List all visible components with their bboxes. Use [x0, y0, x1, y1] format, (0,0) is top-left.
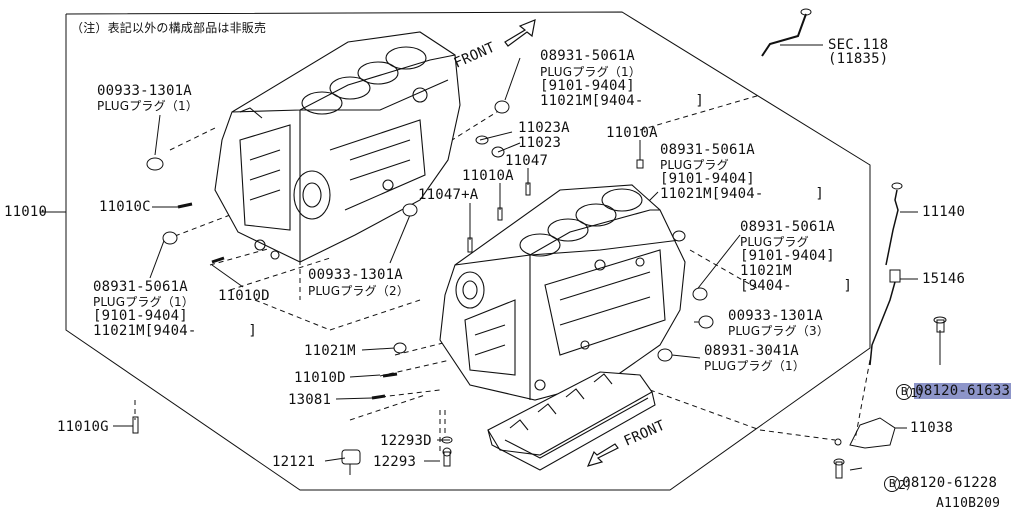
front-arrow-bottom [586, 443, 619, 467]
callout-part-number: 11010C [99, 199, 151, 215]
small-parts [132, 8, 947, 479]
callout-qty: （1） [898, 386, 931, 400]
callout-description: PLUGプラグ（1） [97, 99, 199, 113]
callout-part-number: 08931-5061A [93, 279, 188, 295]
callout-part-number: 11047+A [418, 187, 479, 203]
callout-part-number: 11021M [304, 343, 356, 359]
callout-range: 11021M [740, 263, 792, 279]
callout-range: 11021M[9404- ] [93, 323, 257, 339]
callout-part-number: 12293 [373, 454, 417, 470]
engine-block-right [439, 184, 686, 401]
b-badge-icon: B [896, 384, 913, 400]
callout-part-number: 00933-1301A [308, 267, 403, 283]
callout-description: PLUGプラグ [660, 158, 729, 172]
callout-description: PLUGプラグ（1） [540, 65, 642, 79]
callout-description: PLUGプラグ（1） [93, 295, 195, 309]
front-arrow-top [504, 19, 536, 47]
callout-part-number: 11010A [606, 125, 658, 141]
callout-part-number: 11010G [57, 419, 109, 435]
callout-range: [9101-9404] [540, 78, 635, 94]
callout-sub: (11835) [828, 51, 889, 67]
callout-description: PLUGプラグ（2） [308, 284, 410, 298]
callout-part-number: 11140 [922, 204, 966, 220]
callout-part-number: 11010A [462, 168, 514, 184]
callout-part-number: 11023 [518, 135, 562, 151]
note-text: （注）表記以外の構成部品は非販売 [71, 21, 267, 35]
callout-part-number: 08931-5061A [540, 48, 635, 64]
callout-range: [9101-9404] [93, 308, 188, 324]
callout-part-number: 11010 [4, 204, 48, 220]
callout-range: 11021M[9404- ] [540, 93, 704, 109]
callout-part-number: 11023A [518, 120, 570, 136]
callout-part-number: 11010D [218, 288, 270, 304]
callout-range: [9101-9404] [740, 248, 835, 264]
callout-part-number: 08931-5061A [660, 142, 755, 158]
callout-part-number: 00933-1301A [728, 308, 823, 324]
callout-description: PLUGプラグ [740, 235, 809, 249]
callout-part-number: 11038 [910, 420, 954, 436]
lower-case [487, 371, 656, 471]
callout-range: 11021M[9404- ] [660, 186, 824, 202]
callout-part-number: SEC.118 [828, 37, 889, 53]
callout-part-number: 13081 [288, 392, 332, 408]
engine-block-left [214, 31, 461, 263]
callout-part-number: 08120-61228 [902, 475, 998, 491]
figure-code: A110B209 [936, 496, 1001, 511]
callout-part-number: 11047 [505, 153, 549, 169]
callout-part-number-highlighted[interactable]: 08120-61633 [914, 383, 1012, 399]
callout-range: [9101-9404] [660, 171, 755, 187]
callout-part-number: 11010D [294, 370, 346, 386]
callout-description: PLUGプラグ（1） [704, 359, 806, 373]
boundary-frame [65, 11, 871, 491]
callout-part-number: 12121 [272, 454, 316, 470]
callout-range: [9404- ] [740, 278, 853, 294]
callout-part-number: 15146 [922, 271, 966, 287]
b-badge-icon: B [884, 476, 901, 492]
callout-description: PLUGプラグ（3） [728, 324, 830, 338]
callout-part-number: 08931-3041A [704, 343, 799, 359]
callout-part-number: 08931-5061A [740, 219, 835, 235]
callout-qty: （2） [886, 478, 919, 492]
callout-part-number: 12293D [380, 433, 432, 449]
callout-part-number: 00933-1301A [97, 83, 192, 99]
